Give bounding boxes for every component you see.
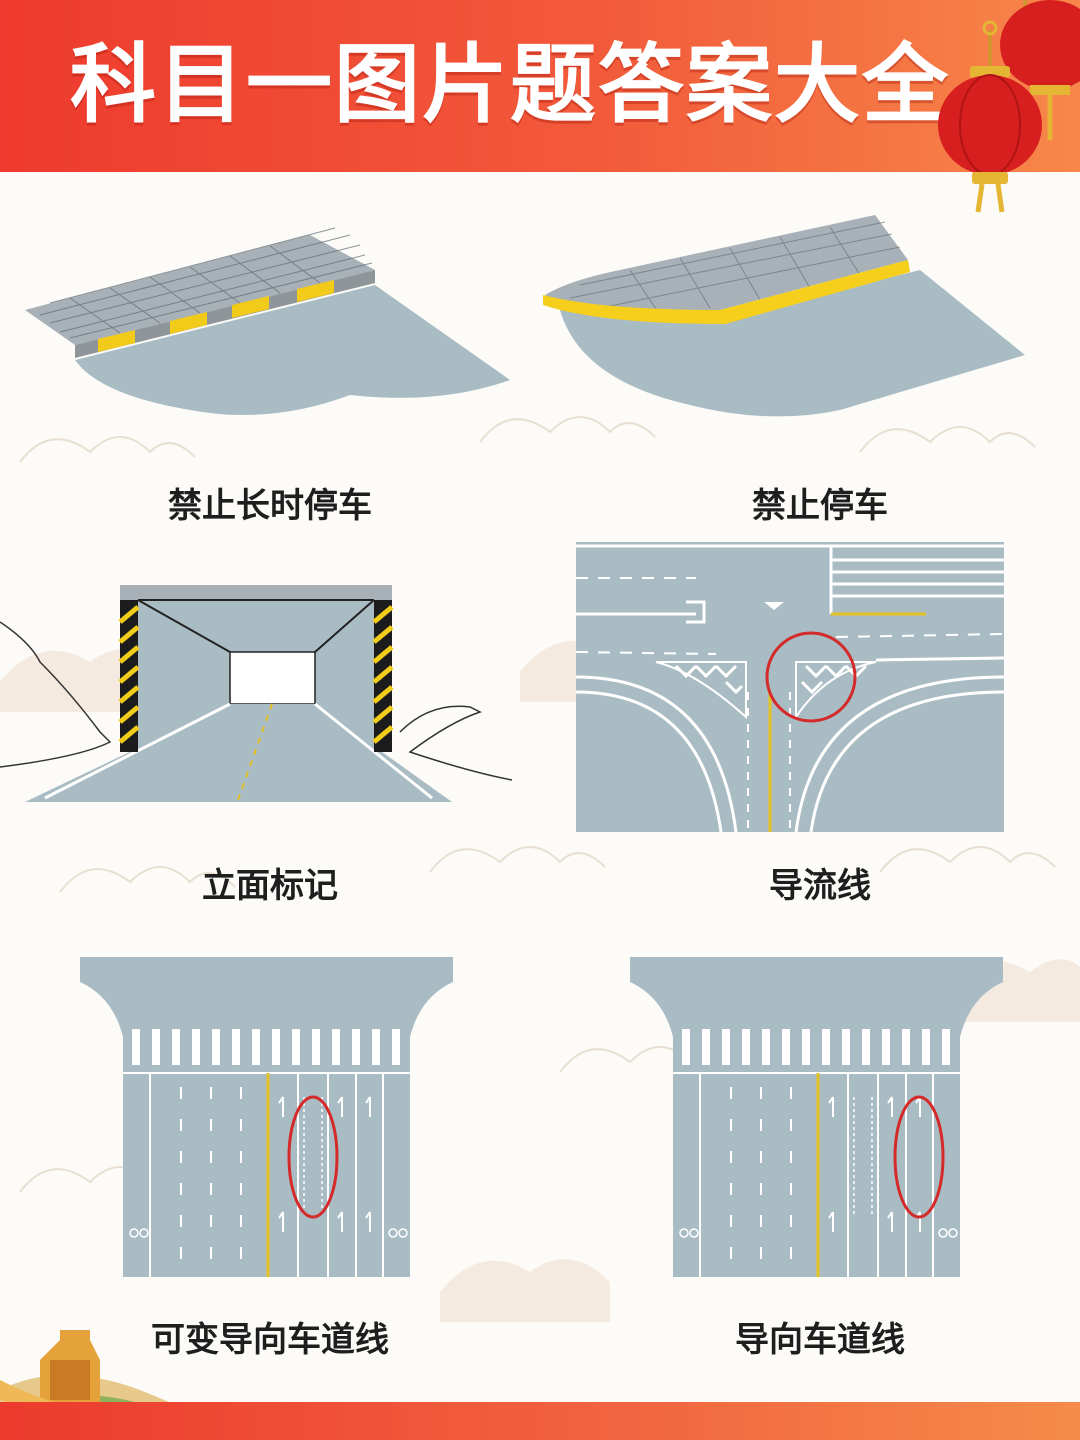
guide-lane-illustration (630, 957, 1003, 1277)
bicycle-icon (129, 1228, 408, 1238)
no-parking-illustration (543, 215, 1025, 417)
card-caption: 禁止长时停车 (168, 486, 372, 526)
diversion-line-illustration (576, 542, 1004, 832)
bicycle-icon (679, 1228, 958, 1238)
page-title: 科目一图片题答案大全 (70, 35, 950, 135)
footer-bar (0, 1402, 1080, 1440)
no-long-parking-illustration (25, 227, 510, 415)
header-banner: 科目一图片题答案大全 (0, 0, 1080, 172)
card-caption: 导向车道线 (735, 1320, 905, 1360)
card-caption: 可变导向车道线 (151, 1320, 389, 1360)
card-caption: 立面标记 (202, 866, 338, 906)
lantern-icon (938, 0, 1080, 213)
card-caption: 导流线 (769, 866, 871, 906)
variable-lane-illustration (80, 957, 453, 1277)
object-marking-illustration (0, 585, 513, 802)
card-caption: 禁止停车 (752, 486, 888, 526)
